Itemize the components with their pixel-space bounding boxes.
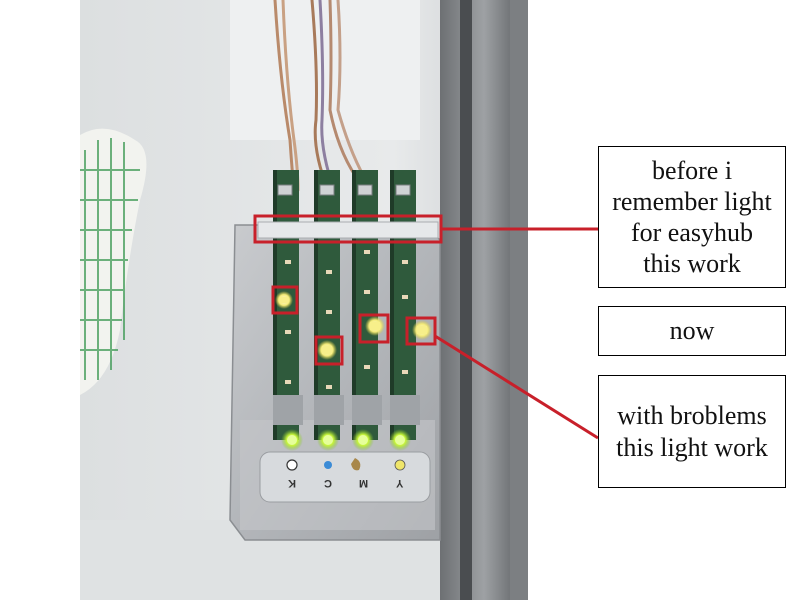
slot-label-y: Y — [396, 477, 404, 489]
callout-now: now — [598, 306, 786, 356]
hardware-photo — [80, 0, 528, 600]
status-leds — [281, 429, 411, 451]
callout-before: before i remember light for easyhub this… — [598, 146, 786, 288]
callout-with-problems: with broblems this light work — [598, 375, 786, 488]
slot-label-k: K — [288, 477, 296, 489]
slot-label-m: M — [359, 477, 369, 489]
slot-label-c: C — [324, 477, 332, 489]
